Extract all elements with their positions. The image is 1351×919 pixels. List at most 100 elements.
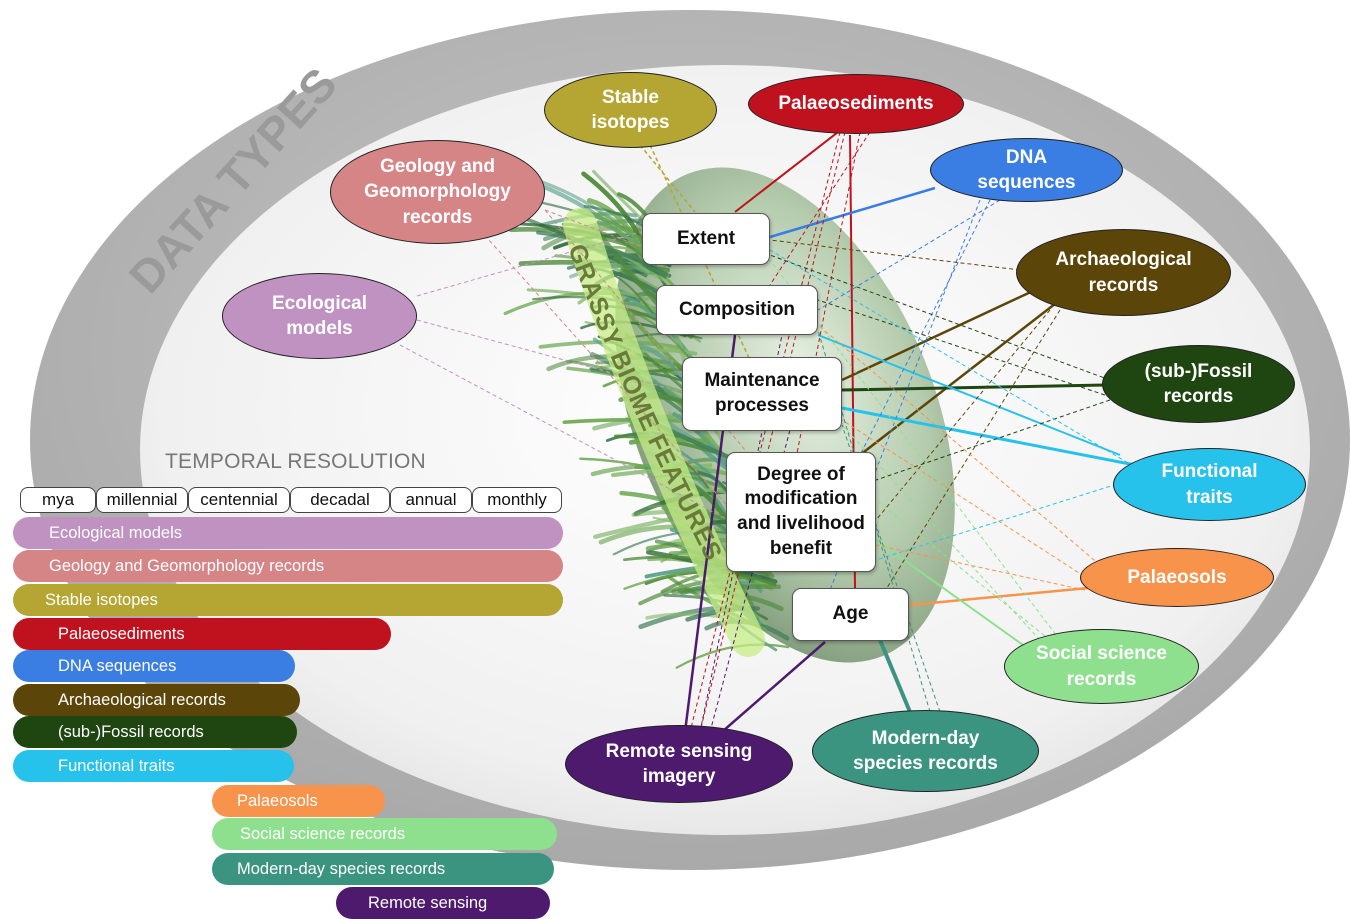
functional-traits-line2: traits [1186,486,1233,508]
archaeological-line1: Archaeological [1055,249,1192,271]
modern-species-line2: species records [853,753,998,774]
feature-degree-line3: and livelihood [737,513,865,534]
temporal-bar-sub-fossil-records: (sub-)Fossil records [13,716,297,748]
secondary-link [639,144,696,213]
secondary-link [689,131,841,733]
data-type-archaeological-records: Archaeological records [1016,229,1231,316]
secondary-link [817,299,1106,396]
temporal-bar-label: (sub-)Fossil records [58,722,204,741]
data-type-modern-day-species-records: Modern-day species records [812,710,1039,792]
dna-line1: DNA [1005,146,1048,168]
scale-cell-decadal: decadal [290,487,390,513]
feature-maintenance-line1: Maintenance [704,370,820,392]
temporal-bar-label: DNA sequences [58,656,177,675]
modern-species-line1: Modern-day [871,727,980,749]
geology-line3: records [402,206,473,228]
temporal-bar-remote-sensing: Remote sensing [336,887,550,919]
feature-maintenance-processes: Maintenance processes [682,357,842,431]
feature-age-label: Age [832,603,869,625]
secondary-link [416,319,683,393]
ecological-models-line1: Ecological [271,292,368,314]
secondary-link [817,324,1101,566]
feature-degree-line4: benefit [769,537,833,559]
feature-composition: Composition [656,285,818,335]
temporal-bar-stable-isotopes: Stable isotopes [13,584,563,616]
data-type-ecological-models: Ecological models [222,273,417,359]
temporal-bar-functional-traits: Functional traits [13,750,294,782]
feature-degree-of-modification: Degree of modification and livelihood be… [726,452,876,572]
feature-composition-label: Composition [678,298,796,320]
palaeosediments-line1: Palaeosediments [778,93,934,115]
scale-cell-monthly: monthly [472,487,562,513]
archaeological-line2: records [1088,274,1159,296]
feature-age: Age [792,588,909,641]
secondary-link [875,399,1111,481]
secondary-link [875,309,1051,521]
data-type-sub-fossil-records: (sub-)Fossil records [1102,345,1295,423]
secondary-link [769,249,1141,471]
temporal-bar-geology-and-geomorphology-records: Geology and Geomorphology records [13,550,563,582]
temporal-bar-dna-sequences: DNA sequences [13,650,295,682]
feature-maintenance-line2: processes [714,395,809,416]
social-science-line2: records [1066,668,1137,690]
secondary-link [875,544,1086,591]
fossil-line1: (sub-)Fossil [1144,360,1253,382]
remote-sensing-line2: imagery [642,766,716,787]
feature-degree-line1: Degree of [757,463,845,485]
palaeosols-line1: Palaeosols [1127,566,1227,588]
temporal-bar-label: Remote sensing [368,893,488,912]
data-type-palaeosediments: Palaeosediments [748,74,964,134]
remote-sensing-line1: Remote sensing [605,740,753,762]
primary-link [841,383,1106,392]
temporal-bar-archaeological-records: Archaeological records [13,684,300,716]
functional-traits-line1: Functional [1161,461,1258,483]
center-band [563,208,765,657]
fossil-line2: records [1163,386,1234,407]
feature-degree-line2: modification [744,488,858,510]
secondary-link [416,231,641,297]
data-type-geology-geomorphology: Geology and Geomorphology records [330,140,545,244]
feature-extent-label: Extent [676,227,736,249]
secondary-link [699,131,846,733]
stable-isotopes-line2: isotopes [591,112,670,133]
secondary-link [769,259,1061,641]
temporal-bar-ecological-models: Ecological models [13,517,563,549]
scale-cell-millennial: millennial [96,487,188,513]
temporal-bar-label: Social science records [240,824,406,843]
temporal-bar-palaeosediments: Palaeosediments [13,618,391,650]
temporal-bar-label: Modern-day species records [237,859,446,878]
data-type-social-science-records: Social science records [1004,629,1199,704]
dna-line2: sequences [977,172,1076,193]
stable-isotopes-line1: Stable [601,86,660,108]
social-science-line1: Social science [1036,643,1167,665]
data-type-palaeosols: Palaeosols [1080,548,1274,607]
scale-cell-centennial: centennial [188,487,290,513]
temporal-bar-label: Functional traits [58,756,175,775]
primary-link [909,586,1089,607]
temporal-bar-label: Geology and Geomorphology records [49,556,325,575]
primary-link [841,288,1036,382]
primary-link [875,539,1031,651]
primary-link [878,639,912,713]
geology-line1: Geology and [379,156,496,178]
temporal-bar-label: Palaeosediments [58,624,185,643]
secondary-link [817,199,1001,311]
data-types-label: DATA TYPES [119,58,347,303]
data-type-stable-isotopes: Stable isotopes [544,72,717,148]
primary-link [859,299,1061,456]
secondary-link [841,419,1091,581]
temporal-resolution-title: TEMPORAL RESOLUTION [165,450,426,473]
ecological-models-line2: models [286,318,353,339]
temporal-bar-label: Stable isotopes [45,590,158,609]
scale-cell-mya: mya [20,487,96,513]
secondary-link [859,199,991,456]
temporal-bar-label: Palaeosols [237,791,318,810]
primary-link [769,186,936,239]
data-type-dna-sequences: DNA sequences [930,138,1123,202]
secondary-link [769,254,1111,381]
primary-link [841,406,1136,467]
temporal-bar-palaeosols: Palaeosols [212,785,385,817]
secondary-link [769,131,871,286]
